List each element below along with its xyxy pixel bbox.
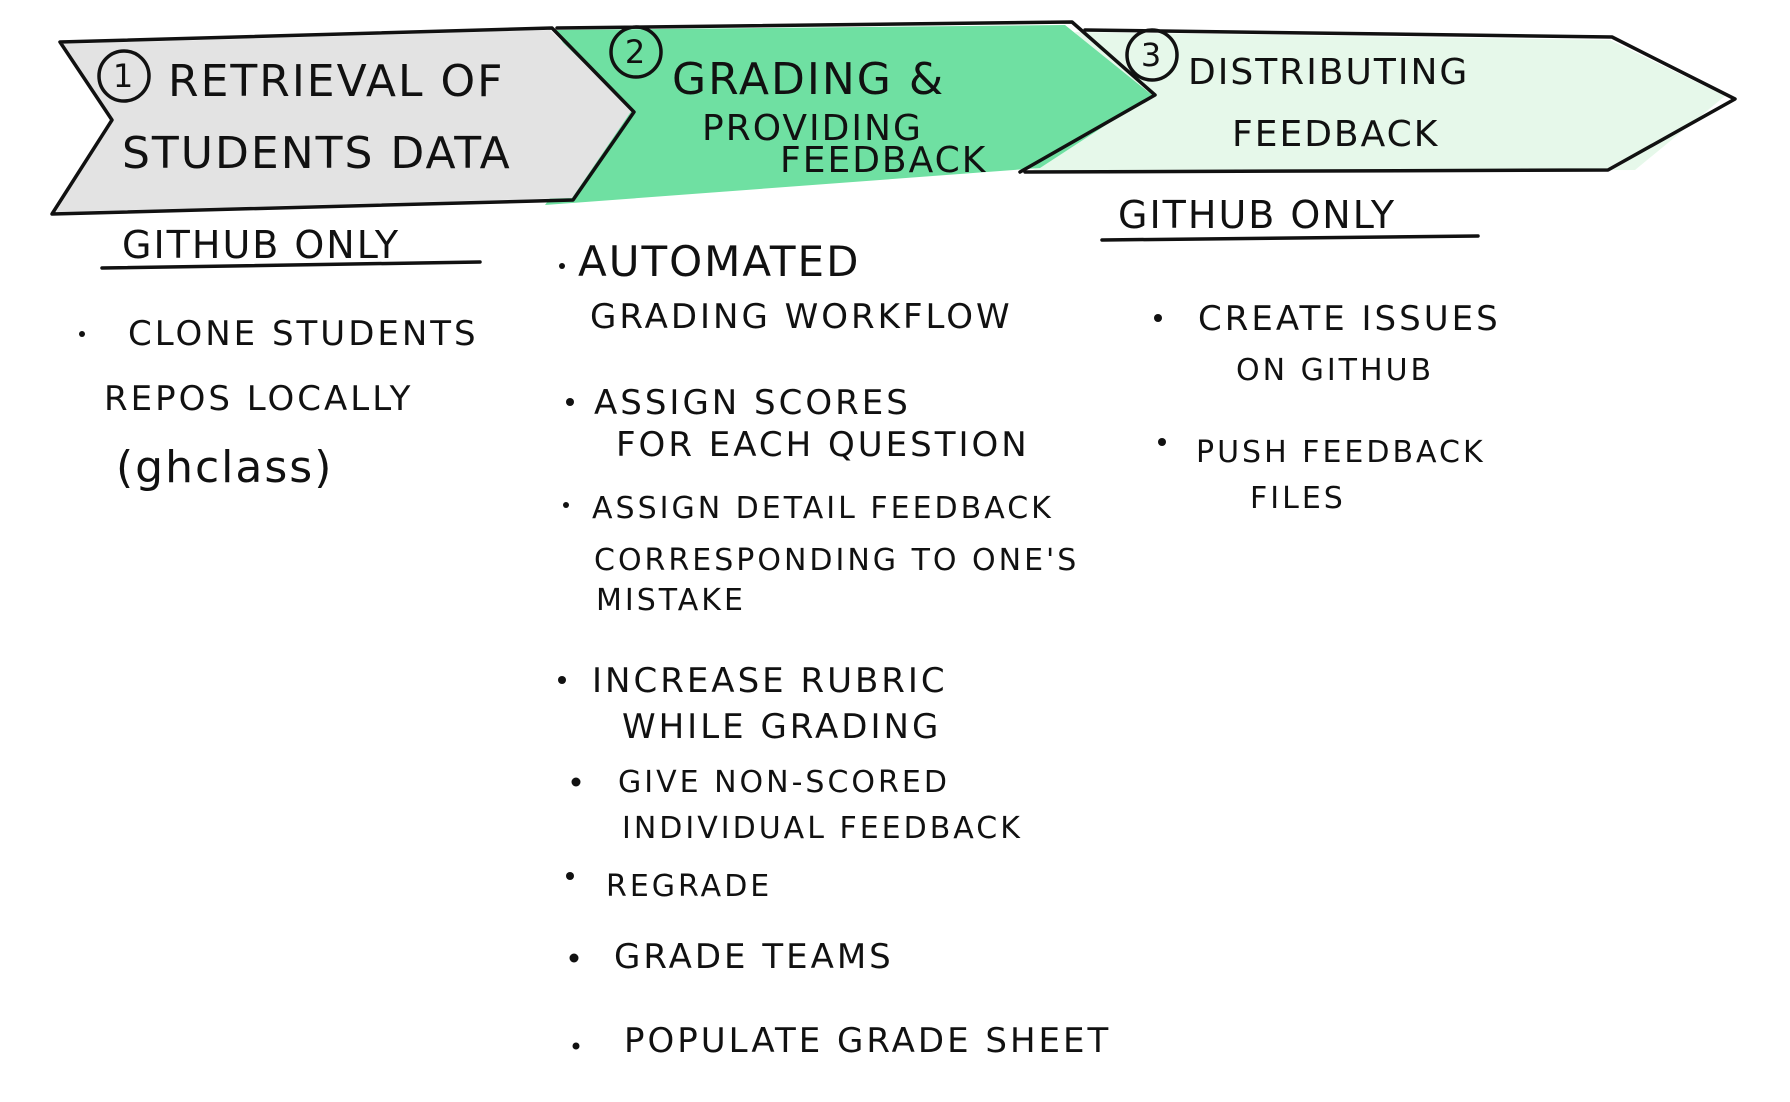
stage-3-item-1-line-1: Create issues: [1198, 299, 1501, 339]
stage-2-item-3-line-2: corresponding to one's: [594, 543, 1079, 578]
stage-1-details: Github only Clone students repos locally…: [79, 223, 482, 493]
stage-2-details: Automated grading workflow Assign scores…: [558, 237, 1111, 1061]
stage-2-outline: [555, 20, 1157, 174]
stage-3-banner: [1023, 28, 1737, 174]
stage-1-item-1-line-3: (ghclass): [116, 442, 333, 493]
stage-2-banner: [545, 20, 1157, 205]
stage-1-number-badge: 1: [97, 49, 151, 103]
stage-2-fill: [545, 25, 1152, 205]
stage-2-bullet-2: [566, 398, 574, 406]
stage-3-title-line-1: Distributing: [1188, 52, 1469, 93]
stage-3-bullet-2: [1158, 438, 1166, 446]
stage-3-title-line-2: feedback: [1232, 114, 1439, 155]
stage-1-note-underline: [100, 260, 482, 270]
stage-3-number-circle: [1125, 28, 1179, 82]
stage-3-item-2-line-1: Push feedback: [1196, 435, 1486, 470]
stage-2-bullet-7: [569, 953, 579, 963]
stage-1-number: 1: [113, 57, 135, 95]
stage-2-title-line-2: providing: [702, 108, 923, 149]
stage-2-item-5-line-1: Give non-scored: [618, 765, 950, 800]
stage-3-outline: [1023, 28, 1737, 174]
stage-3-item-2-line-2: files: [1250, 481, 1346, 516]
stage-2-item-3-line-1: Assign detail feedback: [592, 491, 1054, 526]
stage-1-item-1-line-1: Clone students: [128, 314, 479, 354]
stage-2-title-line-1: Grading &: [672, 54, 945, 105]
stage-2-item-3-line-3: mistake: [596, 583, 746, 618]
stage-2-number: 2: [625, 33, 647, 71]
stage-2-item-5-line-2: individual feedback: [622, 811, 1023, 846]
stage-2-bullet-4: [558, 676, 566, 684]
stage-2-item-8-line-1: Populate grade sheet: [624, 1021, 1111, 1061]
stage-3-item-1-line-2: on Github: [1236, 353, 1434, 388]
stage-2-item-4-line-1: Increase rubric: [592, 661, 948, 701]
stage-2-bullet-1: [559, 263, 565, 269]
stage-1-outline: [50, 26, 636, 216]
stage-3-fill: [1030, 32, 1725, 172]
stage-2-number-circle: [609, 25, 663, 79]
stage-1-platform-note: Github only: [122, 223, 400, 267]
stage-1-title-line-1: Retrieval of: [168, 56, 504, 107]
stage-2-item-6-line-1: Regrade: [606, 869, 772, 904]
stage-2-bullet-8: [572, 1042, 580, 1050]
stage-3-note-underline: [1100, 234, 1480, 242]
stage-2-item-2-line-1: Assign scores: [594, 383, 911, 423]
stage-2-item-7-line-1: Grade teams: [614, 937, 894, 977]
stage-2-item-2-line-2: for each question: [616, 425, 1030, 465]
stage-2-item-4-line-2: while grading: [622, 707, 941, 747]
stage-2-item-1-line-1: Automated: [578, 237, 860, 286]
stage-1-fill: [56, 30, 632, 212]
stage-1-banner: [50, 26, 636, 216]
stage-2-bullet-5: [571, 777, 581, 787]
stage-2-number-badge: 2: [609, 25, 663, 79]
stage-3-platform-note: Github only: [1118, 193, 1396, 237]
stage-3-bullet-1: [1154, 314, 1162, 322]
stage-1-title-line-2: students data: [122, 128, 512, 179]
stage-2-title-line-3: feedback: [780, 140, 987, 181]
stage-2-item-1-line-2: grading workflow: [590, 297, 1013, 337]
stage-1-item-1-line-2: repos locally: [104, 379, 413, 419]
stage-2-bullet-3: [563, 502, 569, 508]
stage-1-bullet-1: [79, 331, 85, 337]
stage-3-number: 3: [1141, 36, 1163, 74]
stage-3-details: Github only Create issues on Github Push…: [1100, 193, 1501, 516]
stage-1-number-circle: [97, 49, 151, 103]
stage-3-number-badge: 3: [1125, 28, 1179, 82]
stage-2-bullet-6: [566, 872, 574, 880]
